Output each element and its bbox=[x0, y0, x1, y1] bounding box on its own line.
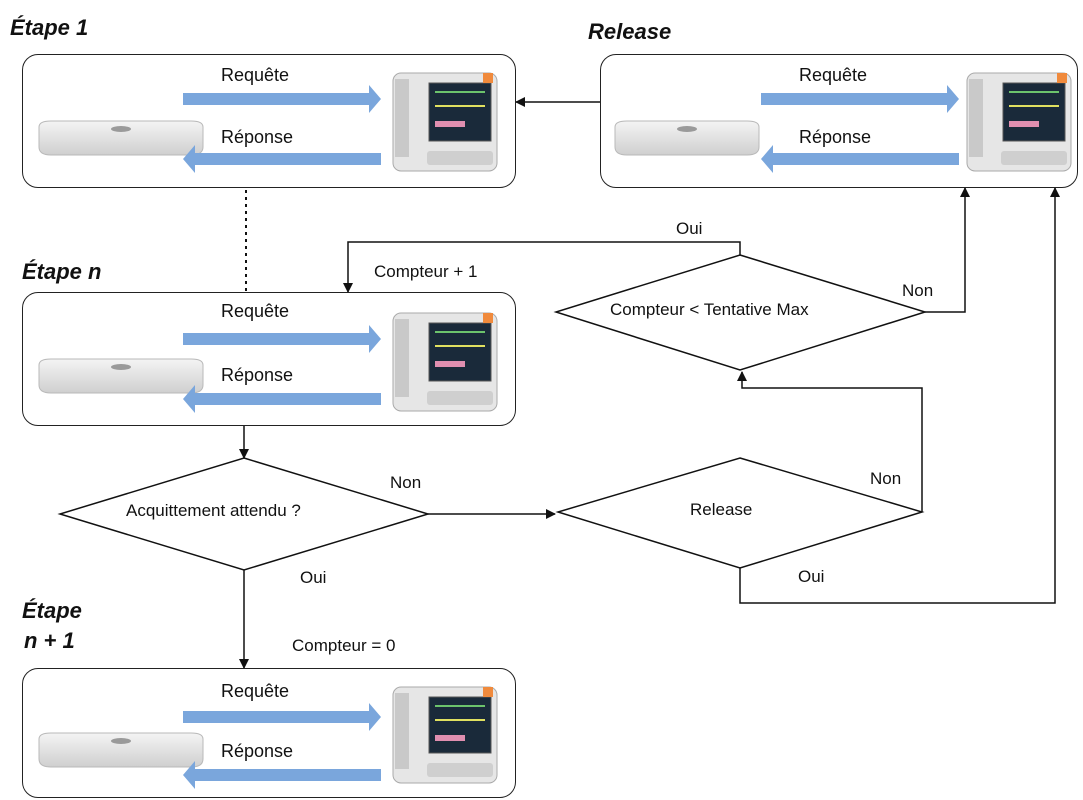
mac-mini-icon bbox=[38, 358, 204, 394]
request-label: Requête bbox=[221, 681, 290, 701]
stage-title-etapen1-line1: Étape bbox=[22, 598, 82, 623]
stage-graphics bbox=[38, 686, 498, 789]
edge-label-release-oui: Oui bbox=[798, 567, 825, 586]
edge-label-release-non: Non bbox=[870, 469, 902, 488]
request-arrow-shape bbox=[183, 85, 381, 113]
stage-graphics bbox=[38, 72, 498, 173]
arrow-counter-oui-to-etapen bbox=[343, 241, 741, 293]
response-label: Réponse bbox=[221, 741, 294, 761]
patient-monitor-icon bbox=[392, 312, 498, 412]
stage-title-etapen: Étape n bbox=[22, 259, 102, 284]
response-arrow-shape bbox=[183, 385, 381, 413]
response-arrow-shape bbox=[183, 761, 381, 789]
decision-counter-diamond bbox=[553, 254, 928, 371]
patient-monitor-icon bbox=[966, 72, 1072, 172]
mac-mini-icon bbox=[38, 732, 204, 768]
stage-graphics bbox=[38, 312, 498, 413]
request-arrow-shape bbox=[761, 85, 959, 113]
edge-label-counter-reset: Compteur = 0 bbox=[292, 636, 396, 655]
decision-release-text: Release bbox=[690, 500, 753, 519]
response-label: Réponse bbox=[799, 127, 872, 147]
stage-box-etapen: Requête Réponse bbox=[22, 292, 516, 426]
edge-label-counter-plus: Compteur + 1 bbox=[374, 262, 478, 281]
stage-title-etapen1-line2: n + 1 bbox=[24, 628, 75, 653]
stage-title-release: Release bbox=[588, 19, 672, 44]
response-label: Réponse bbox=[221, 365, 294, 385]
decision-ack-diamond bbox=[57, 457, 431, 571]
arrow-counter-non-to-release-box bbox=[925, 187, 970, 313]
patient-monitor-icon bbox=[392, 72, 498, 172]
stage-box-release: Requête Réponse bbox=[600, 54, 1078, 188]
response-arrow-shape bbox=[183, 145, 381, 173]
edge-label-counter-non: Non bbox=[902, 281, 934, 300]
patient-monitor-icon bbox=[392, 686, 498, 784]
stage-box-etapen1: Requête Réponse bbox=[22, 668, 516, 798]
arrow-release-non-to-counter bbox=[737, 371, 923, 512]
request-label: Requête bbox=[221, 65, 290, 85]
stage-graphics bbox=[614, 72, 1072, 173]
mac-mini-icon bbox=[38, 120, 204, 156]
stage-box-etape1: Requête Réponse bbox=[22, 54, 516, 188]
arrow-release-oui-to-release-box bbox=[739, 187, 1060, 604]
edge-label-ack-non: Non bbox=[390, 473, 422, 492]
edge-label-counter-oui: Oui bbox=[676, 219, 703, 238]
decision-counter-text: Compteur < Tentative Max bbox=[610, 300, 809, 319]
decision-ack-text: Acquittement attendu ? bbox=[126, 501, 301, 520]
edge-label-ack-oui: Oui bbox=[300, 568, 327, 587]
response-label: Réponse bbox=[221, 127, 294, 147]
request-arrow-shape bbox=[183, 325, 381, 353]
response-arrow-shape bbox=[761, 145, 959, 173]
request-label: Requête bbox=[221, 301, 290, 321]
decision-release-diamond bbox=[555, 457, 925, 569]
mac-mini-icon bbox=[614, 120, 760, 156]
request-label: Requête bbox=[799, 65, 868, 85]
stage-title-etape1: Étape 1 bbox=[10, 15, 89, 40]
request-arrow-shape bbox=[183, 703, 381, 731]
